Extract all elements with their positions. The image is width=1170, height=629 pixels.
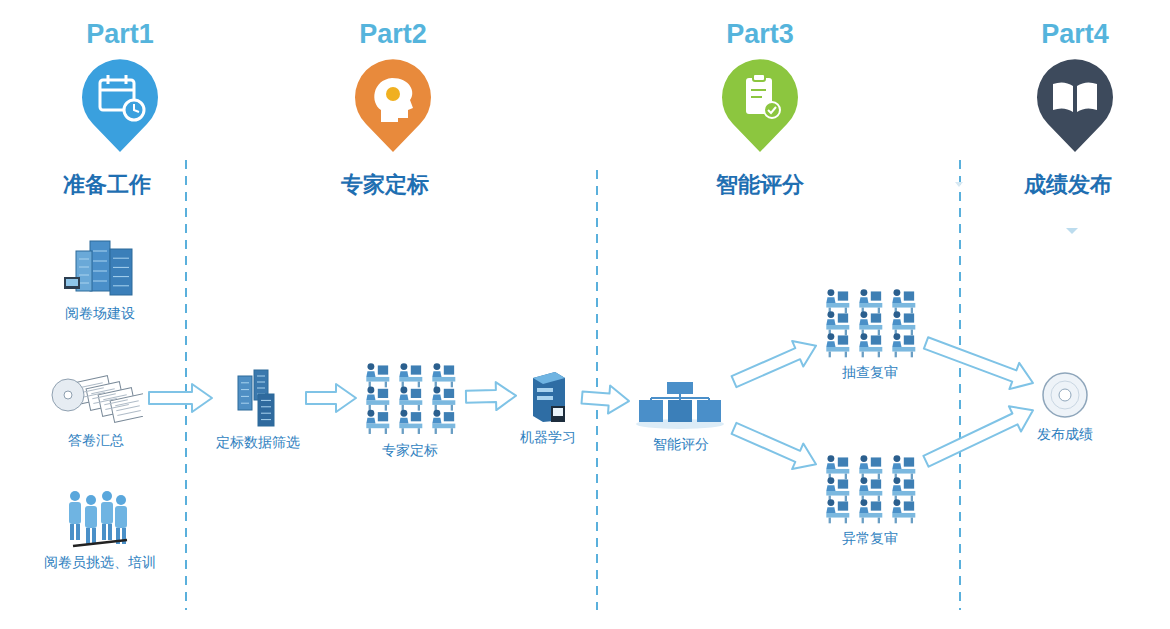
- part-name: Part4: [1041, 18, 1109, 50]
- stage-node: 专家定标: [360, 360, 460, 459]
- node-label: 专家定标: [382, 442, 438, 459]
- bldg-icon: [60, 237, 140, 299]
- part-pin: [355, 59, 431, 152]
- part-pin: [1037, 59, 1113, 152]
- separator: [186, 160, 960, 610]
- node-label: 阅卷员挑选、培训: [44, 554, 156, 571]
- cd-icon: [1040, 370, 1090, 420]
- stage-node: 机器学习: [520, 368, 576, 446]
- racks-icon: [234, 368, 282, 428]
- flow-arrow: [924, 337, 1033, 389]
- node-label: 答卷汇总: [68, 432, 124, 449]
- stage-node: 阅卷场建设: [60, 237, 140, 322]
- tower-icon: [525, 368, 571, 423]
- cluster-icon: [820, 452, 920, 524]
- stage-node: 阅卷员挑选、培训: [44, 488, 156, 571]
- marker: [1066, 228, 1078, 234]
- flow-arrow: [149, 384, 212, 412]
- part-name: Part3: [726, 18, 794, 50]
- flow-arrow: [732, 341, 816, 387]
- part-pin: [722, 59, 798, 152]
- stage-node: 异常复审: [820, 452, 920, 547]
- node-label: 机器学习: [520, 429, 576, 446]
- people-icon: [65, 488, 135, 548]
- stage-title: 专家定标: [341, 172, 429, 198]
- stage-node: 定标数据筛选: [216, 368, 300, 451]
- flow-arrow: [732, 423, 816, 469]
- part-pin: [82, 59, 158, 152]
- node-label: 异常复审: [842, 530, 898, 547]
- flow-arrow: [466, 382, 516, 410]
- node-label: 智能评分: [653, 436, 709, 453]
- stage-title: 成绩发布: [1024, 172, 1112, 198]
- part-name: Part1: [86, 18, 154, 50]
- servers-icon: [633, 380, 728, 430]
- node-label: 定标数据筛选: [216, 434, 300, 451]
- stage-node: 发布成绩: [1037, 370, 1093, 443]
- stage-node: 答卷汇总: [48, 371, 143, 449]
- cluster-icon: [360, 360, 460, 436]
- part-name: Part2: [359, 18, 427, 50]
- node-label: 抽查复审: [842, 364, 898, 381]
- stage-node: 智能评分: [633, 380, 728, 453]
- node-label: 阅卷场建设: [65, 305, 135, 322]
- papers-icon: [48, 371, 143, 426]
- stage-title: 准备工作: [63, 172, 151, 198]
- cluster-icon: [820, 286, 920, 358]
- stage-node: 抽查复审: [820, 286, 920, 381]
- stage-title: 智能评分: [716, 172, 804, 198]
- marker: [955, 182, 963, 187]
- flow-arrow: [923, 406, 1033, 467]
- flow-arrow: [306, 384, 356, 412]
- flow-arrow: [582, 386, 630, 414]
- node-label: 发布成绩: [1037, 426, 1093, 443]
